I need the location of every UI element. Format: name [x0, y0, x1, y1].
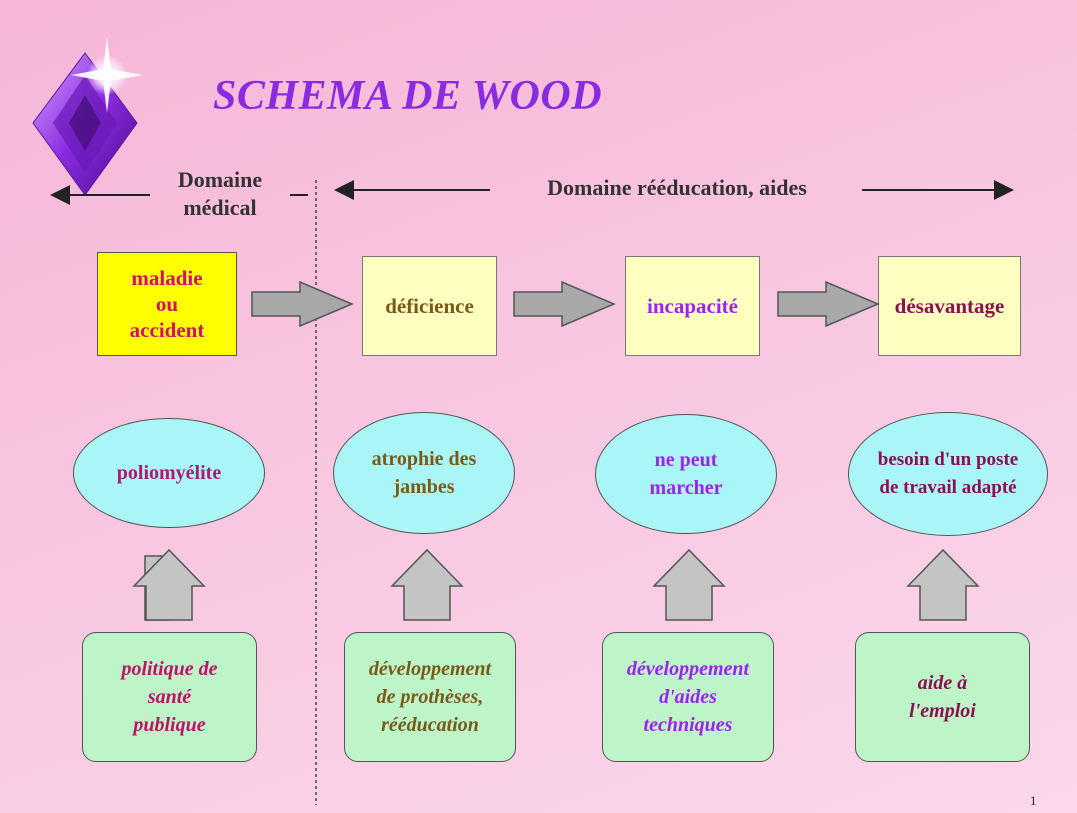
stage-label: maladie ou accident [129, 266, 205, 342]
stage-box-deficience: déficience [362, 256, 497, 356]
right-arrow-icon [513, 280, 616, 328]
response-box-aides: développement d'aides techniques [602, 632, 774, 762]
example-oval-marcher: ne peut marcher [595, 414, 777, 534]
stage-label: désavantage [894, 294, 1005, 318]
up-arrow-icon [390, 548, 464, 621]
purple-diamond-star-icon [32, 37, 143, 196]
example-oval-polio: poliomyélite [73, 418, 265, 528]
domain-reeducation-label: Domaine rééducation, aides [547, 175, 807, 200]
domain-medical-label: Domaine médical [177, 167, 263, 220]
response-box-protheses: développement de prothèses, rééducation [344, 632, 516, 762]
page-number: 1 [1030, 793, 1037, 808]
response-label: politique de santé publique [121, 658, 218, 736]
example-label: besoin d'un poste de travail adapté [877, 449, 1019, 498]
stage-label: incapacité [647, 294, 738, 318]
up-arrow-icon [132, 548, 206, 621]
up-arrow-icon [906, 548, 980, 621]
response-box-emploi: aide à l'emploi [855, 632, 1030, 762]
example-label: atrophie des jambes [371, 448, 477, 498]
stage-label: déficience [385, 294, 474, 318]
up-arrow-icon [652, 548, 726, 621]
example-oval-atrophie: atrophie des jambes [333, 412, 515, 534]
right-arrow-icon [251, 280, 354, 328]
response-label: aide à l'emploi [909, 672, 976, 722]
stage-box-incapacite: incapacité [625, 256, 760, 356]
right-arrow-icon [777, 280, 880, 328]
stage-box-maladie: maladie ou accident [97, 252, 237, 356]
example-oval-poste: besoin d'un poste de travail adapté [848, 412, 1048, 536]
stage-box-desavantage: désavantage [878, 256, 1021, 356]
page-title: SCHEMA DE WOOD [213, 73, 603, 119]
response-label: développement de prothèses, rééducation [368, 658, 492, 736]
example-label: poliomyélite [116, 462, 222, 484]
response-box-politique: politique de santé publique [82, 632, 257, 762]
example-label: ne peut marcher [649, 449, 723, 499]
response-label: développement d'aides techniques [626, 658, 750, 736]
